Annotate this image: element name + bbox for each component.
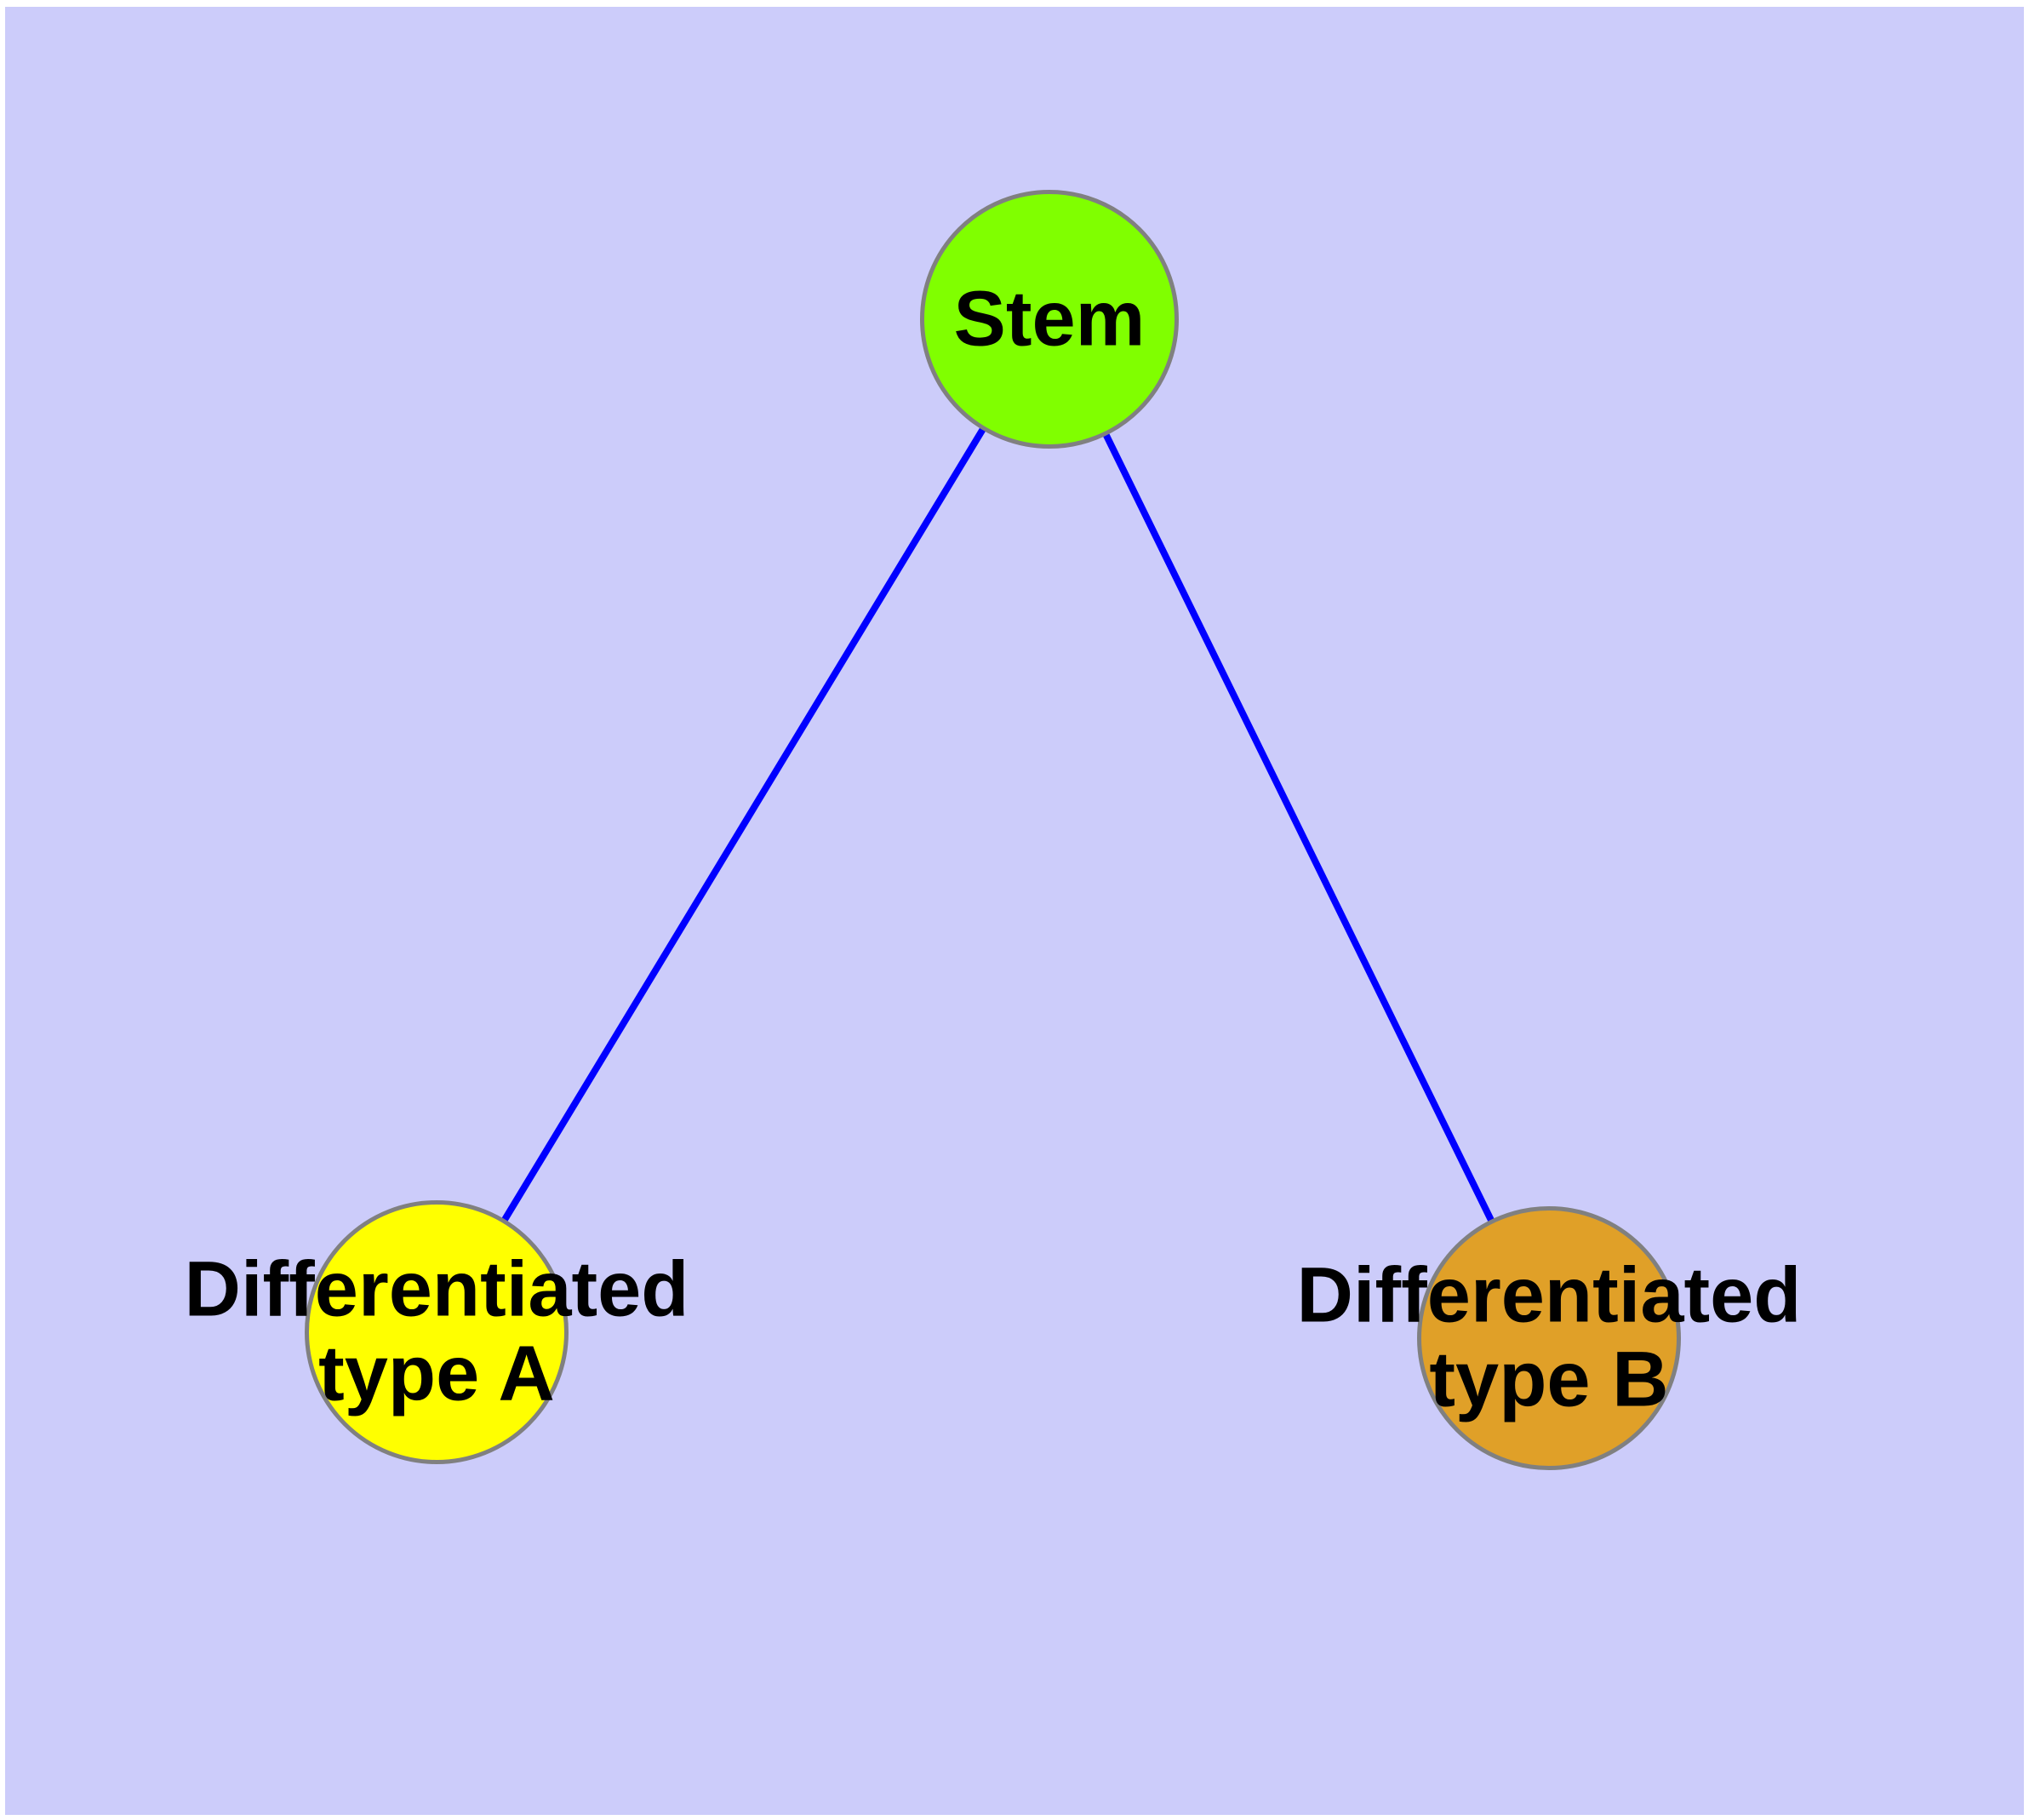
- edge-layer: [433, 317, 1552, 1340]
- edge-stem-to-differentiated-type-b: [1046, 318, 1552, 1340]
- edge-stem-to-differentiated-type-a: [433, 317, 1053, 1335]
- node-differentiated-type-b[interactable]: [1417, 1206, 1681, 1470]
- node-layer: Stem Differentiated type A Differentiate…: [5, 7, 2024, 1815]
- node-stem[interactable]: [920, 190, 1179, 449]
- graph-plot-area: Stem Differentiated type A Differentiate…: [5, 7, 2024, 1815]
- node-differentiated-type-a[interactable]: [305, 1200, 569, 1464]
